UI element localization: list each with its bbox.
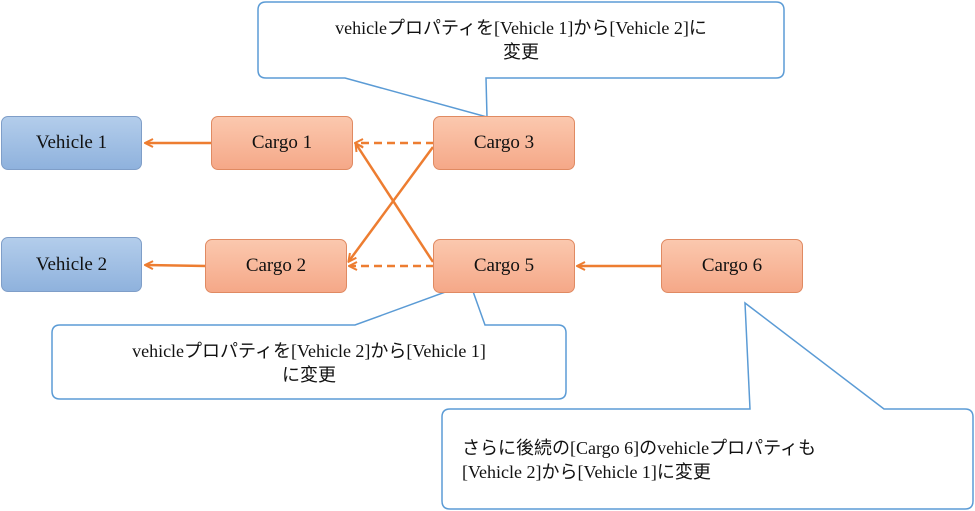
cargo-3-node: Cargo 3: [433, 116, 575, 170]
cargo-2-label: Cargo 2: [245, 255, 307, 276]
cargo-5-node: Cargo 5: [433, 239, 575, 293]
arrow-cargo2-to-vehicle2: [146, 265, 207, 266]
cargo-6-label: Cargo 6: [701, 255, 763, 276]
callout-bottom-line2: [Vehicle 2]から[Vehicle 1]に変更: [462, 462, 711, 482]
callout-top-shape: [257, 1, 785, 118]
callout-top-line2: 変更: [503, 42, 539, 62]
vehicle-1-label: Vehicle 1: [35, 132, 108, 153]
cargo-6-node: Cargo 6: [661, 239, 803, 293]
cargo-1-node: Cargo 1: [211, 116, 353, 170]
cargo-1-label: Cargo 1: [251, 132, 313, 153]
vehicle-2-label: Vehicle 2: [35, 253, 108, 275]
callout-top-line1: vehicleプロパティを[Vehicle 1]から[Vehicle 2]に: [335, 18, 707, 38]
callout-bottom-line1: さらに後続の[Cargo 6]のvehicleプロパティも: [462, 438, 817, 458]
callout-left-line2: に変更: [282, 365, 336, 385]
vehicle-1-node: Vehicle 1: [1, 116, 142, 170]
arrow-cargo3-to-cargo2: [349, 146, 435, 261]
cargo-2-node: Cargo 2: [205, 239, 347, 293]
cargo-3-label: Cargo 3: [473, 132, 535, 153]
callout-left-shape: [51, 282, 567, 400]
vehicle-2-node: Vehicle 2: [1, 237, 142, 292]
cargo-5-label: Cargo 5: [473, 255, 535, 276]
arrow-cargo5-to-cargo1: [356, 144, 435, 263]
callout-bottom-shape: [441, 301, 974, 510]
callout-left-line1: vehicleプロパティを[Vehicle 2]から[Vehicle 1]: [132, 341, 486, 361]
callout-top-text: vehicleプロパティを[Vehicle 1]から[Vehicle 2]に 変…: [262, 16, 780, 64]
callout-left-text: vehicleプロパティを[Vehicle 2]から[Vehicle 1] に変…: [56, 339, 562, 387]
callout-bottom-text: さらに後続の[Cargo 6]のvehicleプロパティも [Vehicle 2…: [462, 436, 816, 484]
